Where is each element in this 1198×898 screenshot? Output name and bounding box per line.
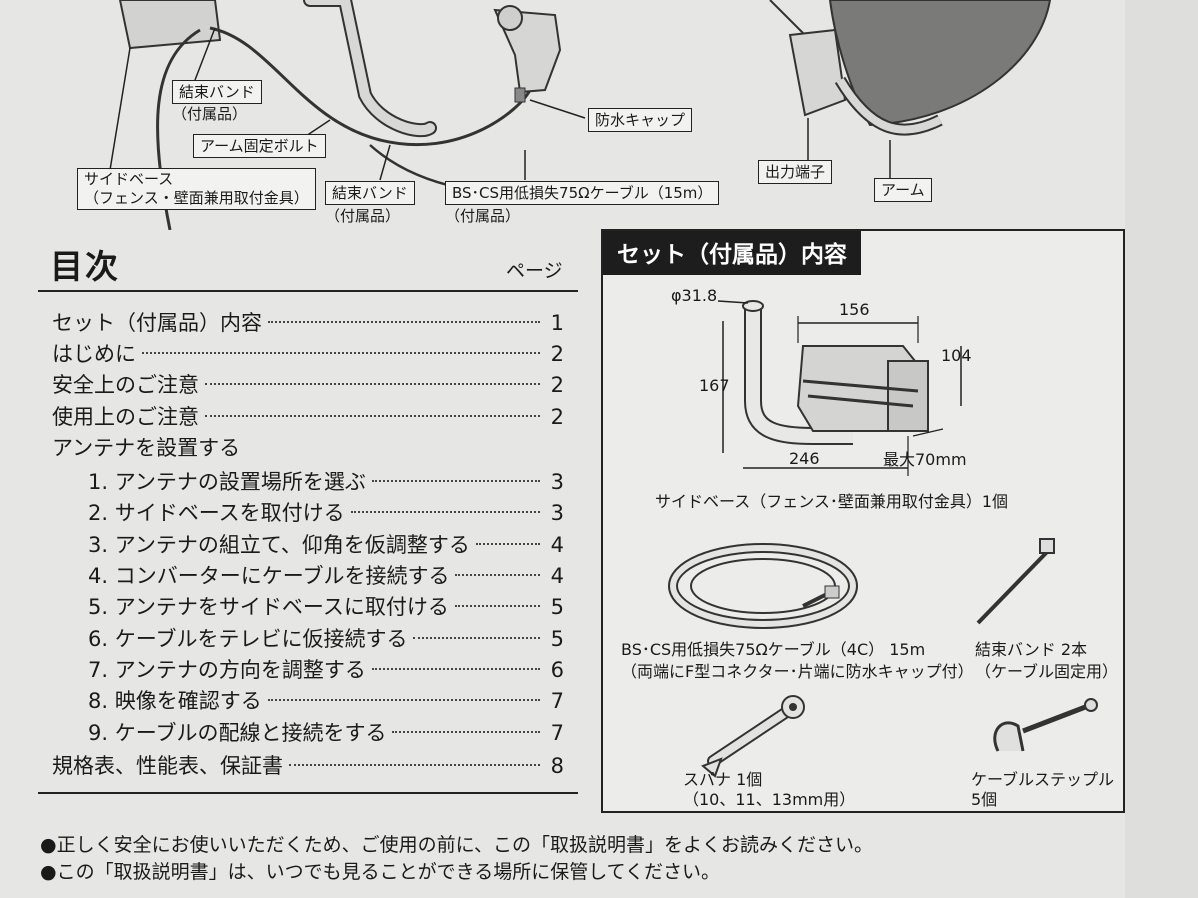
toc-item-label: はじめに (52, 342, 136, 366)
set-contents-title: セット（付属品）内容 (603, 231, 861, 275)
toc-item-label: 7. アンテナの方向を調整する (88, 658, 366, 682)
toc-bottom-rule (38, 792, 578, 794)
toc-leader-dots (455, 574, 540, 576)
label-arm-bolt: アーム固定ボルト (193, 134, 326, 158)
toc-item-page: 8 (550, 754, 564, 778)
toc-item: 使用上のご注意 2 (52, 402, 564, 432)
toc-item: 安全上のご注意 2 (52, 370, 564, 400)
band-caption-line2: （ケーブル固定用） (975, 662, 1119, 681)
toc-item: 規格表、性能表、保証書 8 (52, 751, 564, 781)
toc-leader-dots (205, 415, 540, 417)
toc-item-label: アンテナを設置する (52, 436, 241, 460)
side-base-drawing (668, 300, 1098, 778)
toc-title: 目次 (50, 247, 120, 286)
toc-item-label: 使用上のご注意 (52, 405, 199, 429)
background-page-edge (1125, 0, 1198, 898)
toc-leader-dots (413, 637, 540, 639)
toc-item-page: 3 (550, 501, 564, 525)
toc-item-page: 2 (550, 342, 564, 366)
toc-item-page: 6 (550, 658, 564, 682)
toc-item-page: 5 (550, 627, 564, 651)
toc-top-rule (38, 290, 578, 292)
toc-item-page: 7 (550, 689, 564, 713)
toc-leader-dots (475, 543, 540, 545)
toc-item-page: 3 (550, 470, 564, 494)
toc-item: 4. コンバーターにケーブルを接続する 4 (88, 561, 564, 591)
label-band-1: 結束バンド (172, 80, 262, 104)
usage-note-1: ●正しく安全にお使いいただくため、ご使用の前に、この「取扱説明書」をよくお読みく… (40, 834, 874, 856)
toc-item-label: 2. サイドベースを取付ける (88, 501, 345, 525)
toc-item-page: 4 (550, 564, 564, 588)
toc-leader-dots (289, 764, 540, 766)
toc-leader-dots (268, 321, 540, 323)
toc-item-label: 1. アンテナの設置場所を選ぶ (88, 470, 366, 494)
toc-item: 7. アンテナの方向を調整する 6 (88, 655, 564, 685)
toc-item-page: 2 (550, 405, 564, 429)
label-waterproof-cap: 防水キャップ (588, 108, 693, 132)
dim-max-70mm: 最大70mm (883, 450, 967, 469)
toc-item-page: 4 (550, 533, 564, 557)
toc-leader-dots (454, 605, 540, 607)
toc-leader-dots (205, 383, 540, 385)
toc-item-page: 5 (550, 595, 564, 619)
label-side-base-title: サイドベース (84, 170, 174, 188)
toc-item: 8. 映像を確認する 7 (88, 686, 564, 716)
side-base-caption: サイドベース（フェンス･壁面兼用取付金具）1個 (655, 492, 1009, 511)
dim-height-167: 167 (699, 376, 730, 395)
toc-item-label: セット（付属品）内容 (52, 311, 262, 335)
toc-item-page: 2 (550, 373, 564, 397)
band-caption-line1: 結束バンド 2本 (975, 640, 1088, 659)
toc-item-label: 4. コンバーターにケーブルを接続する (88, 564, 450, 588)
label-output-terminal: 出力端子 (758, 160, 833, 184)
label-band-2-sub: （付属品） (325, 207, 401, 225)
toc-leader-dots (371, 480, 540, 482)
spanner-caption-line2: （10、11、13mm用） (683, 790, 856, 809)
toc-leader-dots (392, 731, 540, 733)
set-contents-box: セット（付属品）内容 (601, 229, 1125, 813)
toc-item-label: 8. 映像を確認する (88, 689, 262, 713)
usage-note-2: ●この「取扱説明書」は、いつでも見ることができる場所に保管してください。 (40, 861, 721, 883)
label-cable: BS･CS用低損失75Ωケーブル（15m） (445, 181, 720, 205)
staple-caption-line2: 5個 (971, 790, 998, 809)
label-side-base-sub: （フェンス・壁面兼用取付金具） (84, 189, 309, 207)
toc-page-header: ページ (506, 260, 563, 282)
label-cable-sub: （付属品） (445, 207, 521, 225)
toc-item: 6. ケーブルをテレビに仮接続する 5 (88, 624, 564, 654)
toc-leader-dots (267, 699, 540, 701)
spanner-caption-line1: スパナ 1個 (683, 770, 763, 789)
toc-item-page: 1 (550, 311, 564, 335)
toc-item-label: 5. アンテナをサイドベースに取付ける (88, 595, 449, 619)
dim-length-246: 246 (789, 449, 820, 468)
toc-item-label: 安全上のご注意 (52, 373, 199, 397)
toc-item-label: 規格表、性能表、保証書 (52, 754, 283, 778)
toc-leader-dots (142, 352, 540, 354)
toc-item: 9. ケーブルの配線と接続をする 7 (88, 718, 564, 748)
label-side-base: サイドベース （フェンス・壁面兼用取付金具） (77, 168, 316, 210)
dim-diameter: φ31.8 (671, 286, 718, 305)
dim-width-156: 156 (839, 300, 870, 319)
toc-leader-dots (350, 511, 540, 513)
toc-item: セット（付属品）内容 1 (52, 308, 564, 338)
label-arm: アーム (874, 178, 932, 202)
label-band-1-sub: （付属品） (172, 105, 248, 123)
toc-item: 5. アンテナをサイドベースに取付ける 5 (88, 592, 564, 622)
dim-height-104: 104 (941, 346, 972, 365)
toc-item: 2. サイドベースを取付ける 3 (88, 498, 564, 528)
toc-leader-dots (371, 668, 540, 670)
toc-item-label: 6. ケーブルをテレビに仮接続する (88, 627, 408, 651)
toc-item: はじめに 2 (52, 339, 564, 369)
cable-caption-line2: （両端にF型コネクター･片端に防水キャップ付） (621, 662, 974, 681)
toc-item-page: 7 (550, 721, 564, 745)
toc-item: 1. アンテナの設置場所を選ぶ 3 (88, 467, 564, 497)
cable-caption-line1: BS･CS用低損失75Ωケーブル（4C） 15m (621, 640, 926, 659)
toc-item: アンテナを設置する (52, 433, 564, 463)
toc-item-label: 9. ケーブルの配線と接続をする (88, 721, 387, 745)
label-band-2: 結束バンド (325, 181, 415, 205)
toc-item: 3. アンテナの組立て、仰角を仮調整する 4 (88, 530, 564, 560)
staple-caption-line1: ケーブルステップル (971, 770, 1115, 789)
toc-item-label: 3. アンテナの組立て、仰角を仮調整する (88, 533, 470, 557)
